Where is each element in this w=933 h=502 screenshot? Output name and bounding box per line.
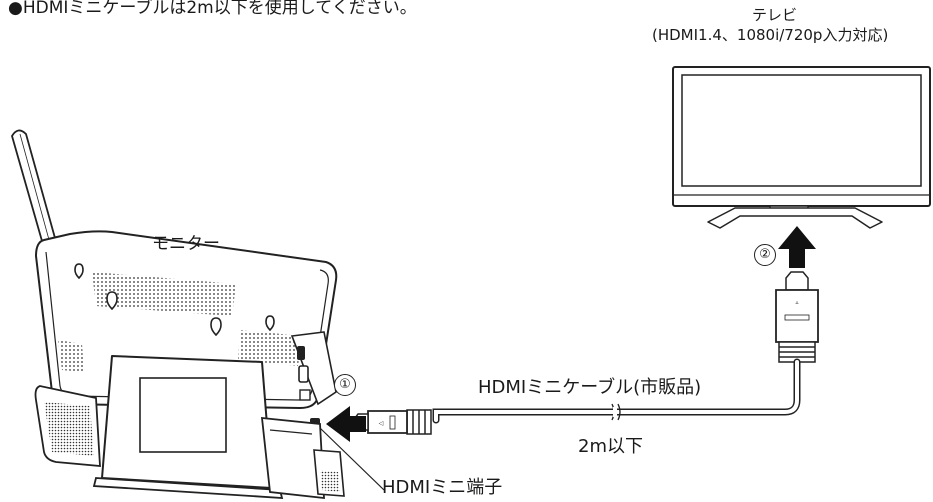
tv-label: テレビ: [752, 6, 798, 24]
antenna: [11, 129, 61, 263]
cable-label: HDMIミニケーブル(市販品): [478, 377, 702, 398]
monitor-illustration: [11, 129, 345, 500]
port-leader-line: [319, 427, 385, 491]
svg-text:◁: ◁: [379, 420, 384, 427]
cable-length-label: 2m以下: [578, 436, 643, 457]
step-1-marker: ①: [334, 374, 356, 396]
hdmi-plug-tv: ▵: [775, 271, 819, 363]
step-2-marker: ②: [754, 244, 776, 266]
tv-stand-base: [707, 207, 883, 229]
arrow-2: [778, 226, 816, 268]
usage-note: ●HDMIミニケーブルは2m以下を使用してください。: [8, 0, 417, 18]
arrow-1: [326, 406, 366, 442]
svg-text:▵: ▵: [795, 299, 798, 306]
port-label: HDMIミニ端子: [382, 477, 503, 498]
tv-spec-label: (HDMI1.4、1080i/720p入力対応): [652, 26, 889, 44]
tv-screen: [681, 74, 922, 187]
hdmi-plug-monitor: ◁: [354, 409, 432, 435]
tv-illustration: [672, 66, 931, 229]
monitor-label: モニター: [152, 234, 220, 254]
